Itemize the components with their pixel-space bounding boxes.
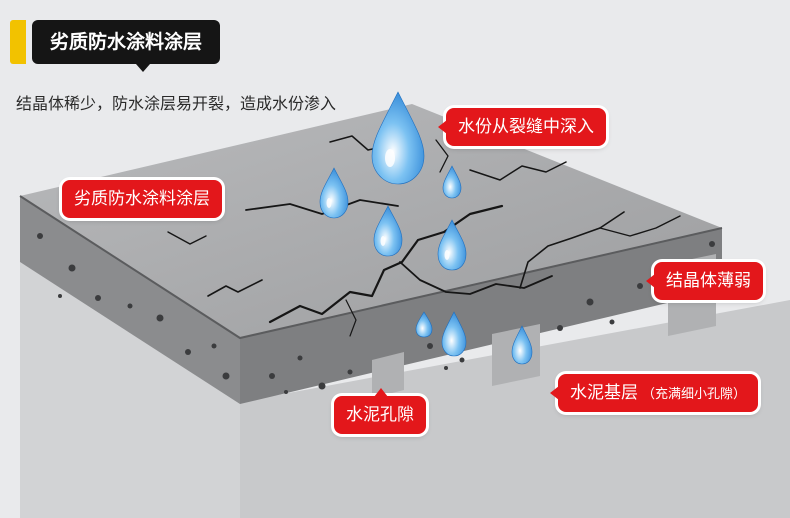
title-accent-bar (10, 20, 26, 64)
label-cement-base: 水泥基层 （充满细小孔隙） (558, 374, 759, 412)
cement-base-left (20, 262, 240, 518)
coating-top-surface (20, 104, 722, 338)
title-pointer (136, 64, 150, 72)
cement-base-front (240, 300, 790, 518)
label-pointer (550, 386, 559, 400)
label-text: 水份从裂缝中深入 (458, 117, 594, 137)
coating-edge (19, 195, 723, 340)
label-weak-crystal: 结晶体薄弱 (654, 262, 763, 300)
water-drop (511, 325, 533, 365)
label-cement-pores: 水泥孔隙 (334, 396, 426, 434)
label-text: 水泥基层 (570, 383, 638, 403)
water-drop (442, 165, 462, 199)
water-drop-large (371, 91, 425, 185)
water-drop (415, 311, 433, 338)
label-text: 水泥孔隙 (346, 405, 414, 425)
aggregate-dots (37, 233, 715, 394)
label-pointer (646, 274, 655, 288)
label-pointer (374, 388, 388, 397)
label-text: 劣质防水涂料涂层 (74, 189, 210, 209)
description-text: 结晶体稀少，防水涂层易开裂，造成水份渗入 (16, 94, 337, 113)
coating-side-front (240, 228, 722, 404)
pore-notch-left (372, 352, 404, 398)
water-drop (441, 311, 467, 357)
label-water-through-cracks: 水份从裂缝中深入 (446, 108, 606, 146)
page-title: 劣质防水涂料涂层 (32, 20, 221, 64)
label-pointer (438, 120, 447, 134)
label-text: 结晶体薄弱 (666, 271, 751, 291)
drop-highlights (326, 149, 450, 260)
label-note: （充满细小孔隙） (642, 387, 747, 402)
label-coating-layer: 劣质防水涂料涂层 (62, 180, 222, 218)
